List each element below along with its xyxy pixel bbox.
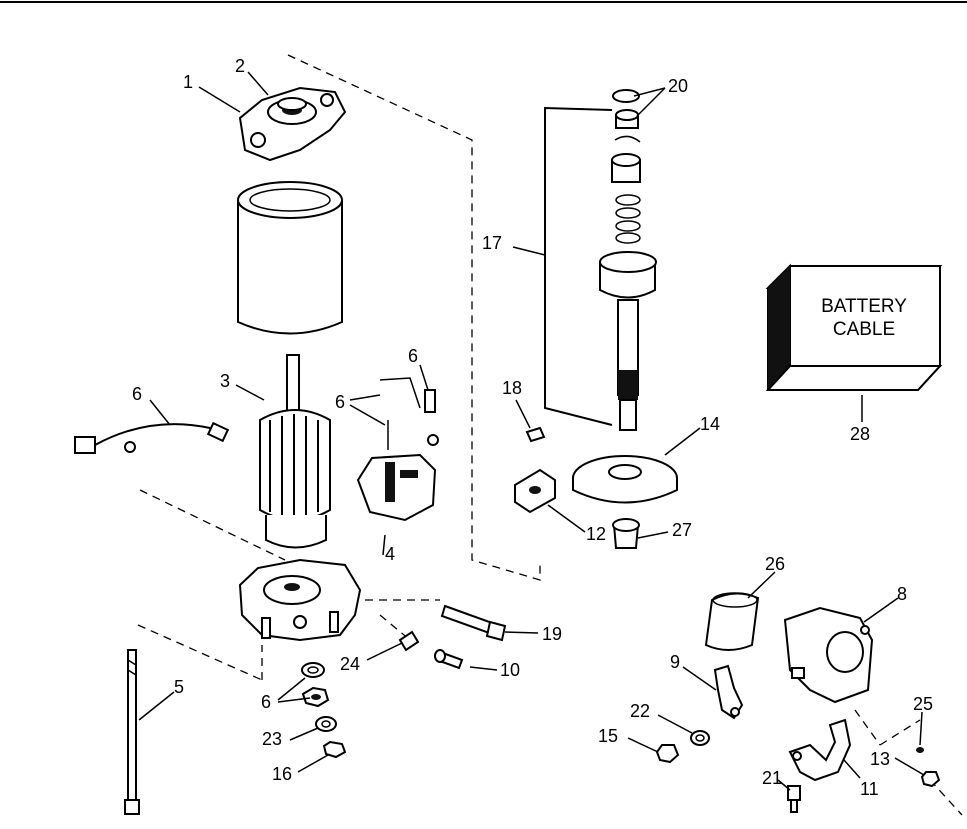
brush-lead-left <box>74 421 230 454</box>
washer-part-24 <box>398 630 420 652</box>
callout-4: 4 <box>385 544 395 564</box>
callout-6-washer: 6 <box>261 692 271 712</box>
pinion-gear-part-12 <box>514 468 556 514</box>
callout-2: 2 <box>235 56 245 76</box>
callout-3: 3 <box>220 371 230 391</box>
callout-6-screw: 6 <box>408 346 418 366</box>
callout-23: 23 <box>262 729 282 749</box>
commutator-end-cap-part-4 <box>238 558 362 642</box>
battery-cable-box: BATTERY CABLE <box>765 263 943 391</box>
battery-box-line-1: BATTERY <box>821 296 907 317</box>
armature-part-3 <box>259 354 331 549</box>
terminal-part-9 <box>713 664 744 720</box>
callout-6-brush-lead: 6 <box>132 384 142 404</box>
through-bolt-part-5 <box>124 649 140 815</box>
callout-24: 24 <box>340 654 360 674</box>
callout-13: 13 <box>870 749 890 769</box>
clip-part-18 <box>525 426 546 443</box>
callout-20: 20 <box>668 76 688 96</box>
frame-housing <box>237 181 343 335</box>
bolt-part-10 <box>434 649 464 670</box>
callout-27: 27 <box>672 520 692 540</box>
callout-15: 15 <box>598 726 618 746</box>
callout-17: 17 <box>482 233 502 253</box>
washers-and-nuts <box>301 662 347 759</box>
callout-21: 21 <box>762 768 782 788</box>
callout-28: 28 <box>850 424 870 444</box>
callout-5: 5 <box>174 677 184 697</box>
callout-1: 1 <box>183 72 193 92</box>
bracket-part-11 <box>788 718 852 782</box>
gear-part-14 <box>572 455 678 504</box>
callout-26: 26 <box>765 554 785 574</box>
callout-14: 14 <box>700 414 720 434</box>
callout-12: 12 <box>586 524 606 544</box>
callout-9: 9 <box>670 652 680 672</box>
callout-19: 19 <box>542 624 562 644</box>
callout-8: 8 <box>897 584 907 604</box>
washer-nut-13-25 <box>916 747 941 788</box>
battery-box-line-2: CABLE <box>833 319 895 340</box>
callout-11: 11 <box>860 779 879 799</box>
screw-part-21 <box>787 785 801 813</box>
callout-16: 16 <box>272 764 292 784</box>
bushing-part-2 <box>277 97 307 111</box>
brush-holder <box>356 377 439 522</box>
drive-stack-parts <box>599 89 657 431</box>
callout-labels: 1 2 3 4 5 6 6 6 6 8 9 10 11 12 13 14 15 … <box>132 56 933 799</box>
nuts-15-22 <box>655 730 710 764</box>
bushing-part-27 <box>612 518 640 549</box>
boot-part-26 <box>704 592 760 651</box>
bolt-part-19 <box>440 604 507 642</box>
callout-6-springs: 6 <box>335 392 345 412</box>
solenoid-part-8 <box>783 606 874 704</box>
callout-10: 10 <box>500 660 520 680</box>
drive-bracket-line-17 <box>544 106 613 426</box>
callout-22: 22 <box>630 701 650 721</box>
callout-18: 18 <box>502 378 522 398</box>
leader-lines <box>138 71 925 791</box>
callout-25: 25 <box>913 694 933 714</box>
